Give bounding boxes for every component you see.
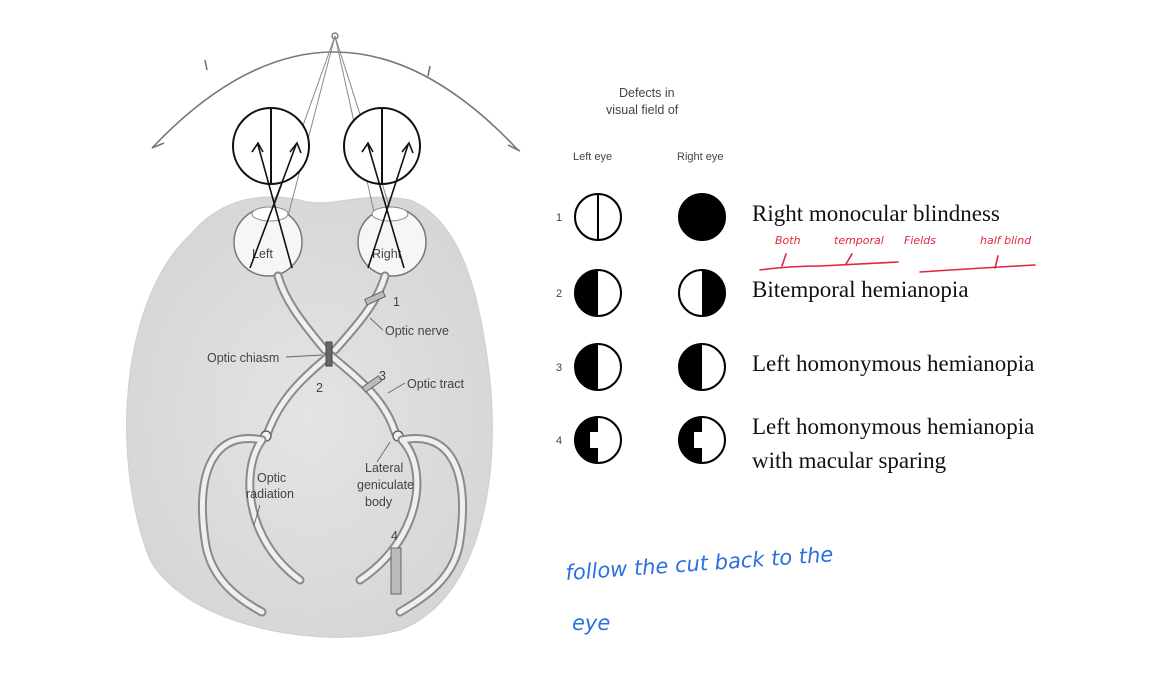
row-number: 4	[556, 435, 562, 447]
defect-description: Left homonymous hemianopia	[752, 351, 1034, 376]
defect-rows: 1 Right monocular blindness 2 Bitemporal he…	[556, 193, 1034, 473]
lgn-label-2: geniculate	[357, 478, 414, 492]
col-left-eye-header: Left eye	[573, 151, 612, 163]
defect-description-line2: with macular sparing	[752, 448, 947, 473]
brain-outline	[126, 196, 493, 638]
optic-nerve-label: Optic nerve	[385, 324, 449, 338]
right-eye-field-icon	[678, 416, 726, 464]
lesion-marker-2	[325, 341, 333, 367]
left-eye-field-icon	[574, 343, 622, 391]
lgn-label-3: body	[365, 495, 393, 509]
optic-pathway-diagram: Left Right	[126, 32, 521, 638]
lesion-number-4: 4	[391, 529, 398, 543]
left-eye-field-icon	[574, 269, 622, 317]
red-note-fields: Fields	[904, 234, 936, 247]
optic-radiation-label-2: radiation	[246, 487, 294, 501]
optic-chiasm-label: Optic chiasm	[207, 351, 279, 365]
right-eye-field-icon	[678, 343, 726, 391]
blue-annotation: follow the cut back to the eye	[565, 542, 834, 635]
right-eye-field-icon	[678, 193, 726, 241]
blue-note-line2: eye	[572, 611, 610, 635]
row-number: 3	[556, 362, 562, 374]
lesion-marker-4	[390, 547, 402, 595]
red-note-half-blind: half blind	[980, 234, 1032, 247]
left-eye-field-icon	[574, 416, 622, 464]
right-eye-label: Right	[372, 247, 402, 261]
lesion-marker-1	[364, 290, 386, 306]
drawn-field-circles	[232, 107, 421, 185]
optic-radiation-label-1: Optic	[257, 471, 286, 485]
defect-row: 3 Left homonymous hemianopia	[556, 343, 1034, 391]
defects-header-line2: visual field of	[606, 103, 679, 117]
defect-row: 4 Left homonymous hemianopia with macular …	[556, 414, 1034, 473]
defect-row: 1 Right monocular blindness	[556, 193, 1000, 241]
drawn-crossing-rays	[249, 141, 414, 269]
lesion-marker-3	[361, 375, 383, 393]
lesion-number-2: 2	[316, 381, 323, 395]
defects-table: Defects in visual field of Left eye Righ…	[556, 86, 1034, 473]
defects-header-line1: Defects in	[619, 86, 675, 100]
defect-row: 2 Bitemporal hemianopia	[556, 269, 969, 317]
defect-description: Right monocular blindness	[752, 201, 1000, 226]
row-number: 1	[556, 212, 562, 224]
row-number: 2	[556, 288, 562, 300]
col-right-eye-header: Right eye	[677, 151, 723, 163]
blue-note-line1: follow the cut back to the	[565, 542, 834, 585]
red-note-both: Both	[775, 234, 801, 247]
lesion-number-3: 3	[379, 369, 386, 383]
lgn-label-1: Lateral	[365, 461, 403, 475]
defect-description: Left homonymous hemianopia	[752, 414, 1034, 439]
red-annotations: Both temporal Fields half blind	[759, 234, 1036, 273]
right-eye-field-icon	[678, 269, 726, 317]
defect-description: Bitemporal hemianopia	[752, 277, 969, 302]
red-note-temporal: temporal	[834, 234, 884, 247]
lesion-number-1: 1	[393, 295, 400, 309]
optic-tract-label: Optic tract	[407, 377, 464, 391]
visual-field-arc	[151, 51, 519, 151]
left-eye-field-icon	[574, 193, 622, 241]
